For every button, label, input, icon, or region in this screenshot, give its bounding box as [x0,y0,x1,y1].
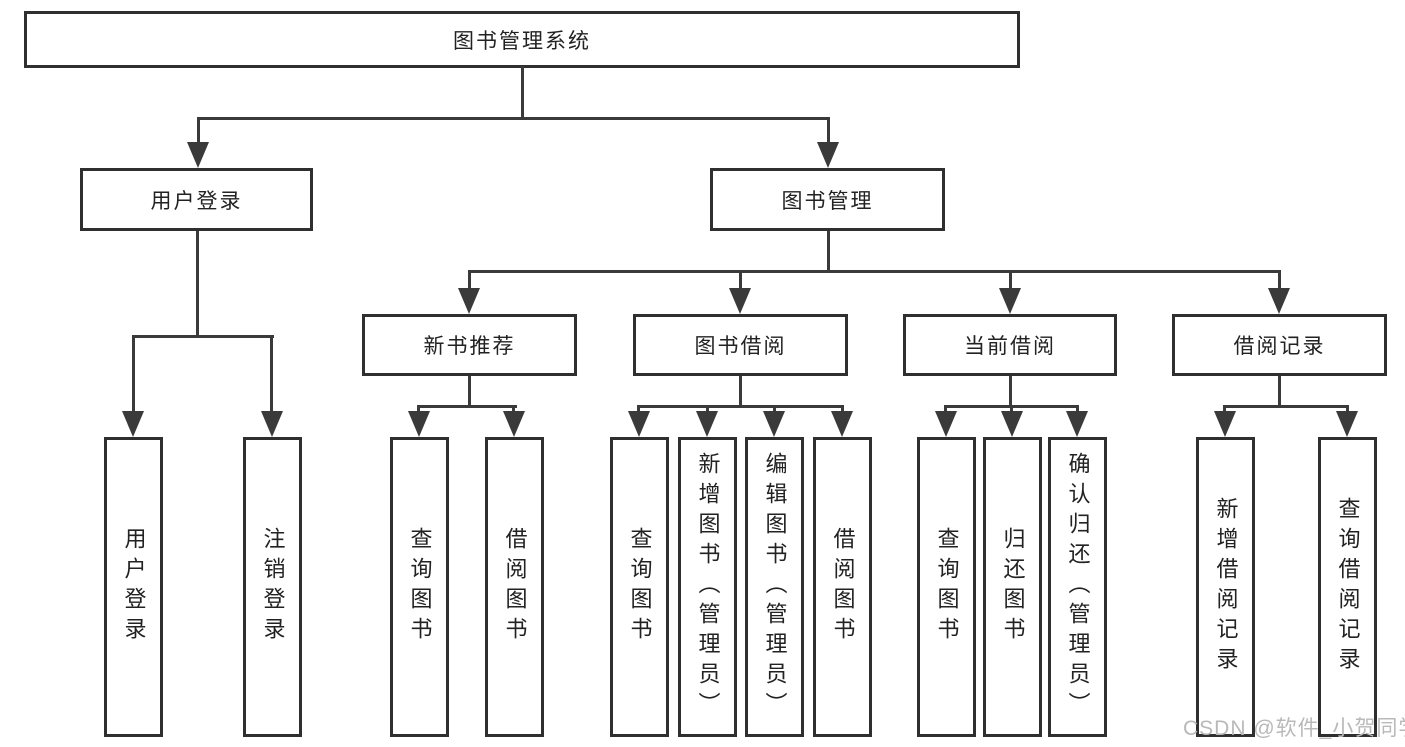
node-borrow-record: 借阅记录 [1172,314,1387,376]
leaf-edit-book-admin: 编辑图书（管理员） [745,437,804,737]
node-label: 借阅记录 [1233,335,1326,358]
connector-line [1346,405,1349,415]
leaf-query-book-3: 查询图书 [917,437,976,737]
connector-line [706,405,709,415]
leaf-label: 编辑图书（管理员） [762,452,788,722]
node-book-borrow: 图书借阅 [633,314,848,376]
leaf-label: 查询图书 [627,527,653,647]
arrow-down-icon [763,411,785,437]
arrow-down-icon [729,288,751,314]
arrow-down-icon [122,411,144,437]
arrow-down-icon [503,411,525,437]
arrow-down-icon [261,411,283,437]
connector-line [512,405,515,415]
connector-line [944,405,947,415]
leaf-confirm-return-admin: 确认归还（管理员） [1048,437,1107,737]
leaf-query-book-1: 查询图书 [390,437,449,737]
node-book-management: 图书管理 [710,168,945,231]
connector-line [132,335,274,338]
connector-line [1076,405,1079,415]
connector-line [739,270,742,290]
csdn-watermark: CSDN @软件_小贺同学 [1183,717,1405,740]
connector-line [468,270,1281,273]
connector-line [637,405,640,415]
leaf-label: 注销登录 [260,527,286,647]
connector-line [1009,270,1012,290]
node-label: 图书管理 [781,189,874,213]
leaf-label: 查询图书 [407,527,433,647]
leaf-user-login: 用户登录 [104,437,163,737]
leaf-label: 查询借阅记录 [1335,497,1361,677]
connector-line [1010,405,1013,415]
connector-line [1223,405,1349,408]
leaf-borrow-book-1: 借阅图书 [485,437,544,737]
arrow-down-icon [935,411,957,437]
node-label: 用户登录 [150,189,243,213]
connector-line [468,270,471,290]
connector-line [197,117,830,120]
node-current-borrow: 当前借阅 [903,314,1117,376]
arrow-down-icon [187,142,209,168]
connector-line [1278,270,1281,290]
connector-line [1009,376,1012,407]
connector-line [468,376,471,407]
leaf-label: 借阅图书 [502,527,528,647]
connector-line [637,405,844,408]
leaf-label: 查询图书 [934,527,960,647]
connector-line [739,376,742,407]
connector-line [1223,405,1226,415]
node-user-login: 用户登录 [80,168,313,231]
arrow-down-icon [1214,411,1236,437]
connector-line [1278,376,1281,407]
connector-line [417,405,517,408]
leaf-query-borrow-record: 查询借阅记录 [1318,437,1377,737]
leaf-label: 新增借阅记录 [1213,497,1239,677]
connector-line [841,405,844,415]
connector-line [196,231,199,338]
connector-line [521,66,524,120]
node-new-book-recommend: 新书推荐 [362,314,577,376]
connector-line [197,117,200,145]
leaf-return-book: 归还图书 [983,437,1042,737]
connector-line [132,335,135,413]
arrow-down-icon [696,411,718,437]
arrow-down-icon [628,411,650,437]
arrow-down-icon [1336,411,1358,437]
connector-line [417,405,420,415]
node-label: 当前借阅 [964,335,1056,358]
leaf-add-borrow-record: 新增借阅记录 [1196,437,1255,737]
connector-line [827,231,830,273]
connector-line [270,335,273,413]
arrow-down-icon [458,288,480,314]
arrow-down-icon [1001,411,1023,437]
arrow-down-icon [1066,411,1088,437]
connector-line [827,117,830,145]
leaf-logout: 注销登录 [243,437,302,737]
arrow-down-icon [408,411,430,437]
node-label: 新书推荐 [423,335,516,358]
leaf-label: 归还图书 [1000,527,1026,647]
leaf-label: 借阅图书 [830,527,856,647]
leaf-label: 确认归还（管理员） [1065,452,1091,722]
arrow-down-icon [1268,288,1290,314]
connector-line [773,405,776,415]
leaf-borrow-book-2: 借阅图书 [813,437,872,737]
arrow-down-icon [831,411,853,437]
leaf-query-book-2: 查询图书 [610,437,669,737]
leaf-label: 用户登录 [121,527,147,647]
leaf-label: 新增图书（管理员） [695,452,721,722]
leaf-add-book-admin: 新增图书（管理员） [678,437,737,737]
node-label: 图书管理系统 [453,29,591,53]
node-library-management-system: 图书管理系统 [24,11,1020,68]
arrow-down-icon [999,288,1021,314]
arrow-down-icon [817,142,839,168]
node-label: 图书借阅 [694,335,787,358]
